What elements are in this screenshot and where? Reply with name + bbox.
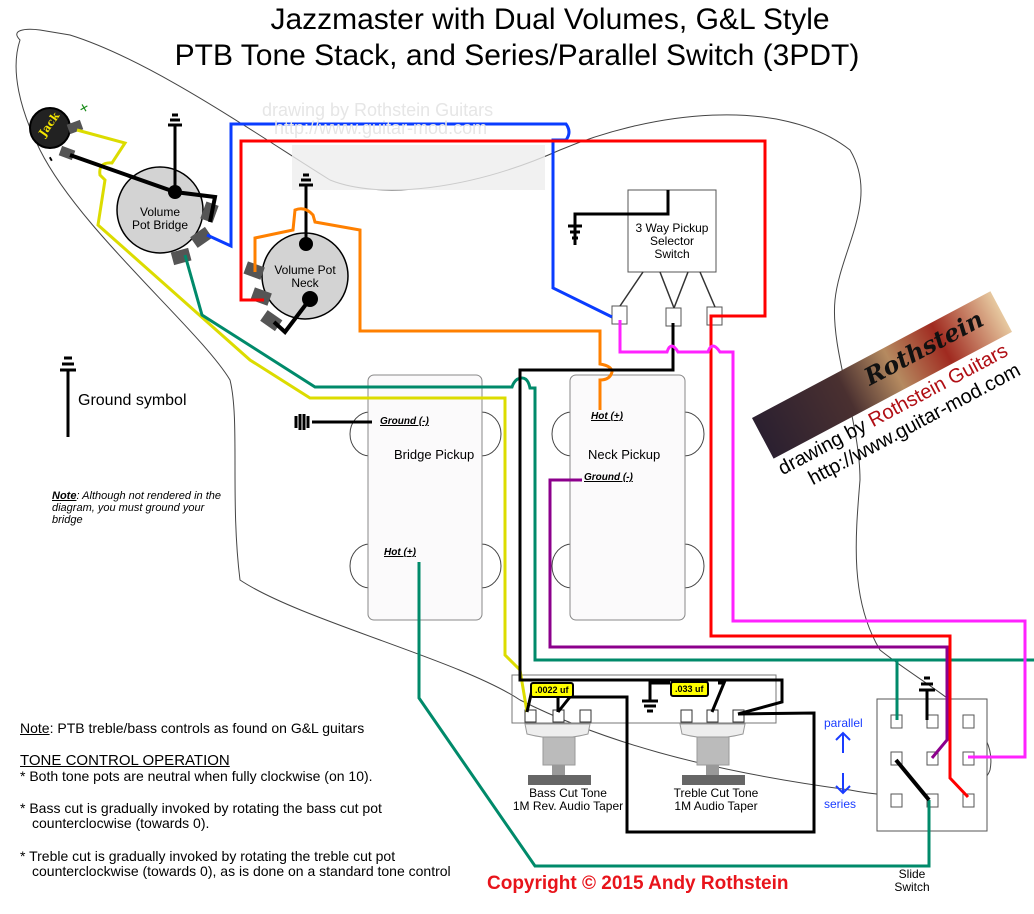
neck-hot-terminal-label: Hot (+) (591, 411, 623, 422)
neck-ground-terminal-label: Ground (-) (584, 472, 633, 483)
neck-pickup (551, 374, 705, 621)
neck-pickup-label: Neck Pickup (588, 447, 661, 462)
wire-green-bridge-hot (417, 562, 931, 868)
pickup-selector-switch (611, 189, 723, 327)
wire-black-jack (69, 153, 218, 223)
ground-symbol-icons (60, 113, 935, 720)
wire-yellow (76, 128, 529, 713)
wire-magenta (618, 320, 1027, 759)
wire-red (239, 139, 970, 799)
wire-green-bridge-vol (183, 254, 1034, 662)
ground-symbol-legend: Ground symbol (78, 392, 187, 409)
direction-arrows (835, 731, 851, 795)
treble-cut-pot (679, 709, 746, 785)
slide-switch (876, 698, 988, 832)
bridge-hot-terminal-label: Hot (+) (384, 547, 416, 558)
watermark-line-2: http://www.guitar-mod.com (274, 118, 488, 138)
title-line-2: PTB Tone Stack, and Series/Parallel Swit… (174, 39, 860, 72)
wire-black-neck (272, 297, 312, 335)
series-label: series (824, 797, 857, 811)
tone-bullet-3: * Treble cut is gradually invoked by rot… (20, 848, 451, 879)
tone-pot-board (511, 674, 777, 724)
wire-purple (548, 478, 949, 759)
tone-operation-heading: TONE CONTROL OPERATION (20, 752, 230, 769)
bass-cut-pot (524, 709, 592, 785)
tone-bullet-1: * Both tone pots are neutral when fully … (20, 768, 373, 784)
parallel-label: parallel (824, 716, 863, 730)
watermark-line-1: drawing by Rothstein Guitars (262, 100, 494, 120)
treble-cut-capacitor: .033 uf (670, 681, 709, 697)
bridge-pickup (349, 374, 502, 621)
watermark-banner (292, 145, 545, 190)
bridge-ground-terminal-label: Ground (-) (380, 416, 429, 427)
ptb-note: Note: PTB treble/bass controls as found … (20, 720, 365, 736)
bass-cut-capacitor: .0022 uf (530, 682, 574, 698)
wire-black-treble-cap (648, 681, 727, 713)
title-line-1: Jazzmaster with Dual Volumes, G&L Style (270, 3, 830, 36)
wire-black-selector (518, 323, 784, 716)
copyright: Copyright © 2015 Andy Rothstein (487, 873, 789, 894)
bridge-ground-note: Note: Although not rendered in the diagr… (52, 490, 221, 526)
tone-bullet-2: * Bass cut is gradually invoked by rotat… (20, 800, 382, 831)
wire-green-slide (535, 658, 899, 720)
wire-black-slide (894, 758, 931, 802)
wire-orange (253, 207, 614, 410)
bridge-pickup-label: Bridge Pickup (394, 447, 475, 462)
